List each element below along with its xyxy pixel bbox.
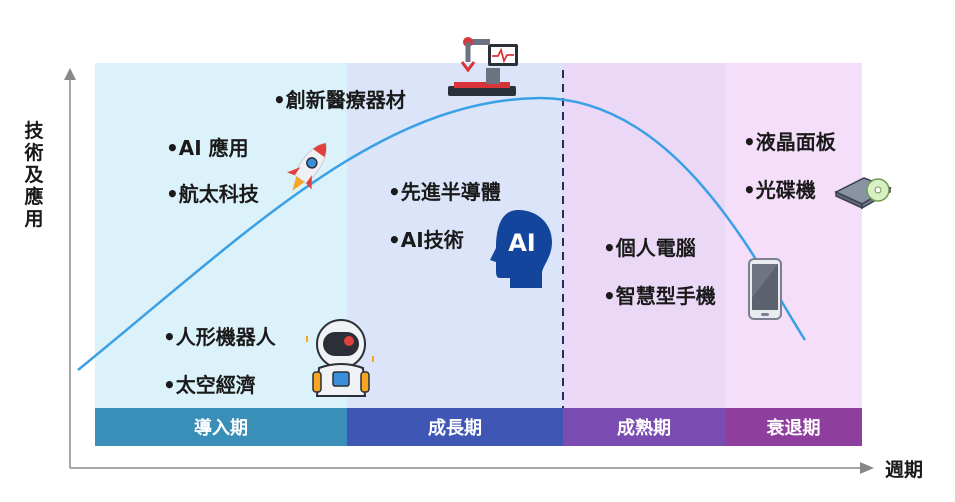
phase-decline: 衰退期 — [725, 408, 862, 446]
item-innovative-medical: •創新醫療器材 — [273, 88, 406, 112]
lifecycle-curve — [77, 96, 807, 371]
astronaut-icon — [306, 319, 374, 397]
ai-head-text: AI — [508, 229, 536, 257]
phase-maturity: 成熟期 — [563, 408, 725, 446]
phase-introduction: 導入期 — [95, 408, 347, 446]
zone-introduction — [95, 63, 347, 408]
item-optical-disc: •光碟機 — [743, 178, 816, 202]
item-humanoid-robot: •人形機器人 — [163, 325, 276, 349]
medical-robot-icon — [448, 37, 518, 96]
smartphone-icon — [748, 258, 782, 320]
item-smartphone: •智慧型手機 — [603, 284, 716, 308]
ai-head-icon: AI — [490, 210, 552, 288]
item-space-economy: •太空經濟 — [163, 373, 256, 397]
item-advanced-semiconductor: •先進半導體 — [388, 180, 501, 204]
phase-growth: 成長期 — [347, 408, 563, 446]
y-axis-label: 技術及應用 — [24, 120, 44, 230]
item-aerospace: •航太科技 — [166, 182, 259, 206]
item-ai-technology: •AI技術 — [388, 228, 464, 252]
x-axis-label: 週期 — [885, 459, 924, 481]
zone-maturity — [563, 63, 725, 408]
zone-decline — [725, 63, 862, 408]
rocket-icon — [286, 142, 327, 191]
x-axis-arrow — [860, 462, 874, 474]
item-personal-computer: •個人電腦 — [603, 236, 696, 260]
y-axis-arrow — [64, 68, 76, 80]
item-lcd-panel: •液晶面板 — [743, 130, 836, 154]
optical-drive-icon — [834, 177, 892, 210]
item-ai-application: •AI 應用 — [166, 136, 249, 160]
